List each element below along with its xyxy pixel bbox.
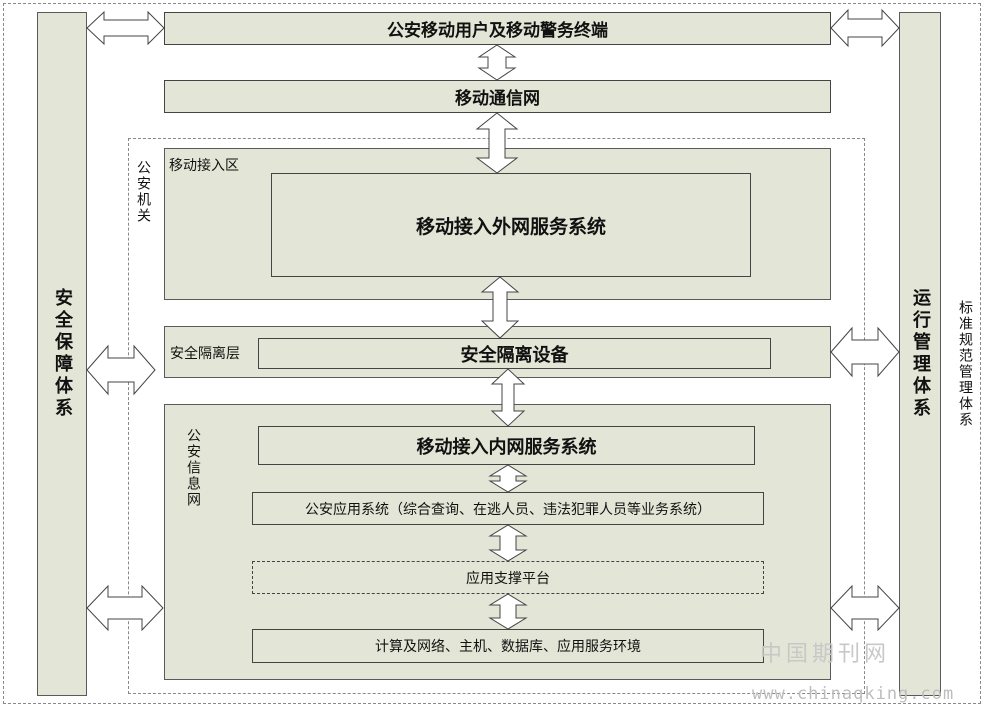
mobile-network-label: 移动通信网 bbox=[455, 89, 540, 109]
watermark-url-text: www.chinaqking.com bbox=[752, 684, 955, 704]
h-arrow-right-mid bbox=[830, 326, 900, 378]
h-arrow-right-bottom bbox=[830, 584, 900, 632]
external-service-box: 移动接入外网服务系统 bbox=[271, 173, 751, 277]
infrastructure-label: 计算及网络、主机、数据库、应用服务环境 bbox=[375, 639, 641, 655]
v-arrow-zone-isolation bbox=[480, 276, 520, 339]
police-info-network-label: 公安信息网 bbox=[185, 428, 201, 508]
watermark-cn-text: 中国期刊网 bbox=[760, 642, 891, 667]
v-arrow-isolation-internal bbox=[490, 368, 526, 427]
isolation-layer-label: 安全隔离层 bbox=[170, 346, 240, 362]
watermark-cn: 中国期刊网 bbox=[760, 636, 890, 668]
police-apps-box: 公安应用系统（综合查询、在逃人员、违法犯罪人员等业务系统） bbox=[252, 492, 764, 525]
police-org-label: 公安机关 bbox=[135, 160, 151, 224]
v-arrow-terminals-network bbox=[477, 44, 517, 81]
police-apps-label: 公安应用系统（综合查询、在逃人员、违法犯罪人员等业务系统） bbox=[305, 501, 711, 518]
v-arrow-internal-apps bbox=[488, 464, 528, 493]
h-arrow-right-top bbox=[830, 8, 900, 48]
app-support-platform-label: 应用支撑平台 bbox=[466, 570, 550, 587]
terminals-label: 公安移动用户及移动警务终端 bbox=[387, 21, 608, 41]
external-service-label: 移动接入外网服务系统 bbox=[415, 215, 606, 238]
security-system-pillar: 安全保障体系 bbox=[37, 12, 87, 696]
police-info-network-label-wrap: 公安信息网 bbox=[183, 428, 205, 538]
app-support-platform-box: 应用支撑平台 bbox=[252, 561, 764, 594]
security-system-label: 安全保障体系 bbox=[52, 288, 73, 420]
operation-management-pillar: 运行管理体系 bbox=[899, 12, 941, 696]
h-arrow-left-mid bbox=[86, 344, 156, 396]
v-arrow-network-zone bbox=[475, 112, 519, 174]
v-arrow-platform-infra bbox=[488, 593, 528, 630]
outer-frame bbox=[3, 3, 981, 704]
standards-label-wrap: 标准规范管理体系 bbox=[952, 300, 978, 480]
isolation-device-label: 安全隔离设备 bbox=[460, 344, 569, 366]
operation-management-label: 运行管理体系 bbox=[910, 288, 931, 420]
h-arrow-left-bottom bbox=[86, 584, 164, 632]
standards-management-label: 标准规范管理体系 bbox=[957, 300, 973, 428]
internal-service-label: 移动接入内网服务系统 bbox=[416, 436, 597, 458]
mobile-network-box: 移动通信网 bbox=[164, 80, 831, 113]
police-org-label-wrap: 公安机关 bbox=[133, 160, 155, 240]
mobile-access-zone-label: 移动接入区 bbox=[169, 158, 239, 174]
infrastructure-box: 计算及网络、主机、数据库、应用服务环境 bbox=[252, 629, 764, 663]
v-arrow-apps-platform bbox=[488, 524, 528, 562]
terminals-box: 公安移动用户及移动警务终端 bbox=[164, 12, 831, 45]
h-arrow-left-top bbox=[86, 10, 165, 46]
isolation-device-box: 安全隔离设备 bbox=[258, 338, 771, 369]
watermark-url: www.chinaqking.com bbox=[752, 684, 954, 704]
internal-service-box: 移动接入内网服务系统 bbox=[258, 426, 755, 465]
